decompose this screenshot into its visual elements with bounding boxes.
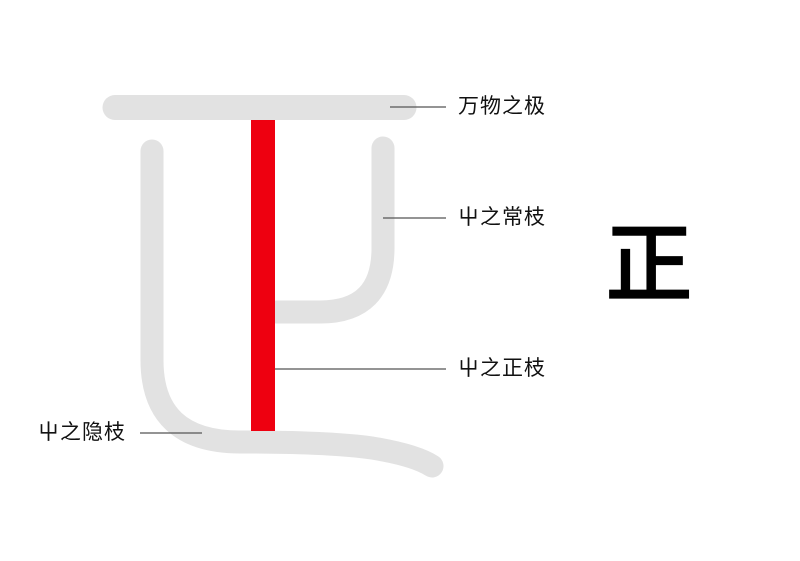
center-branch-stroke <box>251 120 275 431</box>
label-top-bar: 万物之极 <box>458 94 546 118</box>
main-character: 正 <box>606 214 692 315</box>
label-right-branch: 屮之常枝 <box>458 205 546 229</box>
right-branch-stroke <box>264 136 395 324</box>
hidden-branch-stroke <box>140 139 444 478</box>
label-center-branch: 屮之正枝 <box>458 356 546 380</box>
label-hidden-branch: 屮之隐枝 <box>38 420 126 444</box>
